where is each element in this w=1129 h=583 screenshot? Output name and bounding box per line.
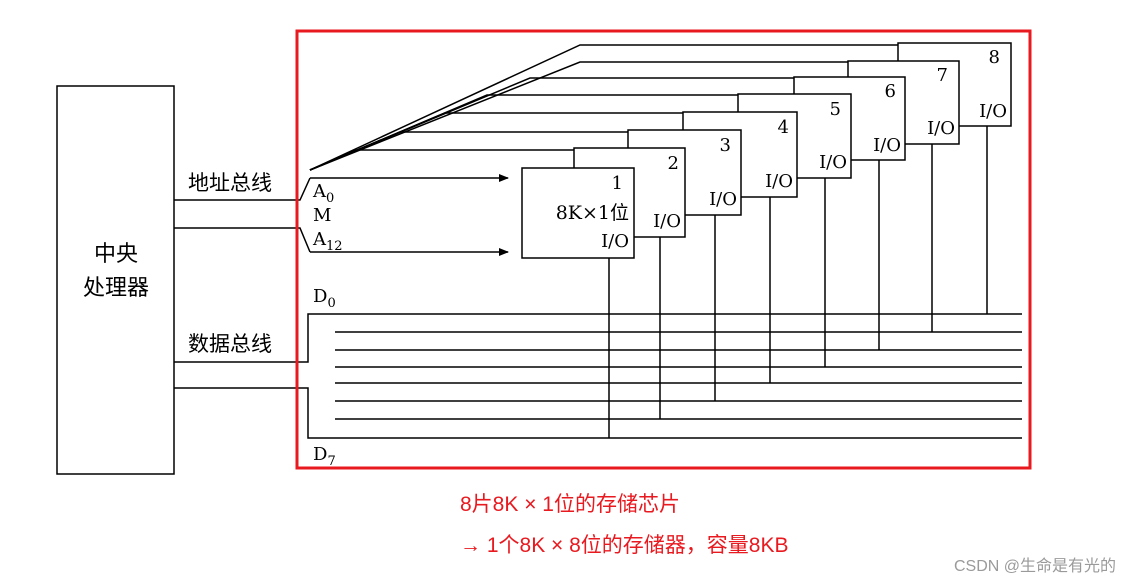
chip-1-number: 1 [612, 173, 623, 194]
chip-3-number: 3 [720, 135, 731, 156]
io-connections [608, 126, 988, 438]
data-lines [335, 331, 1022, 420]
chip-6-io: I/O [873, 135, 901, 156]
address-fanout-lines [309, 44, 898, 171]
annotation-line1: 8片8K × 1位的存储芯片 [460, 493, 680, 516]
chip-1-io: I/O [601, 231, 629, 252]
cpu-label-line2: 处理器 [83, 276, 149, 301]
data-d7-label: D7 [313, 444, 336, 469]
chip-7-number: 7 [937, 65, 948, 86]
data-d0-label: D0 [313, 286, 336, 311]
chip-8-io: I/O [979, 101, 1007, 122]
address-a0-label: A0 [312, 181, 334, 206]
chip-2-io: I/O [653, 211, 681, 232]
address-bus [174, 177, 311, 253]
address-m-label: M [313, 205, 331, 226]
chip-5-number: 5 [830, 99, 841, 120]
watermark: CSDN @生命是有光的 [954, 557, 1116, 575]
cpu-label-line1: 中央 [94, 242, 138, 267]
chip-2-number: 2 [668, 153, 679, 174]
chip-4-io: I/O [765, 171, 793, 192]
chip-1-size: 8K×1位 [556, 202, 629, 224]
highlight-frame [295, 29, 1032, 470]
chip-3-io: I/O [709, 189, 737, 210]
cpu-box [56, 85, 175, 475]
data-bus-label: 数据总线 [188, 332, 272, 356]
chip-8-number: 8 [989, 47, 1000, 68]
address-bus-label: 地址总线 [188, 171, 272, 195]
chip-7-io: I/O [927, 118, 955, 139]
chip-6-number: 6 [885, 81, 896, 102]
chip-4-number: 4 [778, 117, 789, 138]
chip-5-io: I/O [819, 152, 847, 173]
annotation-line2: → 1个8K × 8位的存储器，容量8KB [460, 534, 789, 557]
chip-1: 1 8K×1位 I/O [521, 167, 635, 259]
address-a12-label: A12 [312, 229, 343, 254]
data-bus [174, 313, 1022, 439]
